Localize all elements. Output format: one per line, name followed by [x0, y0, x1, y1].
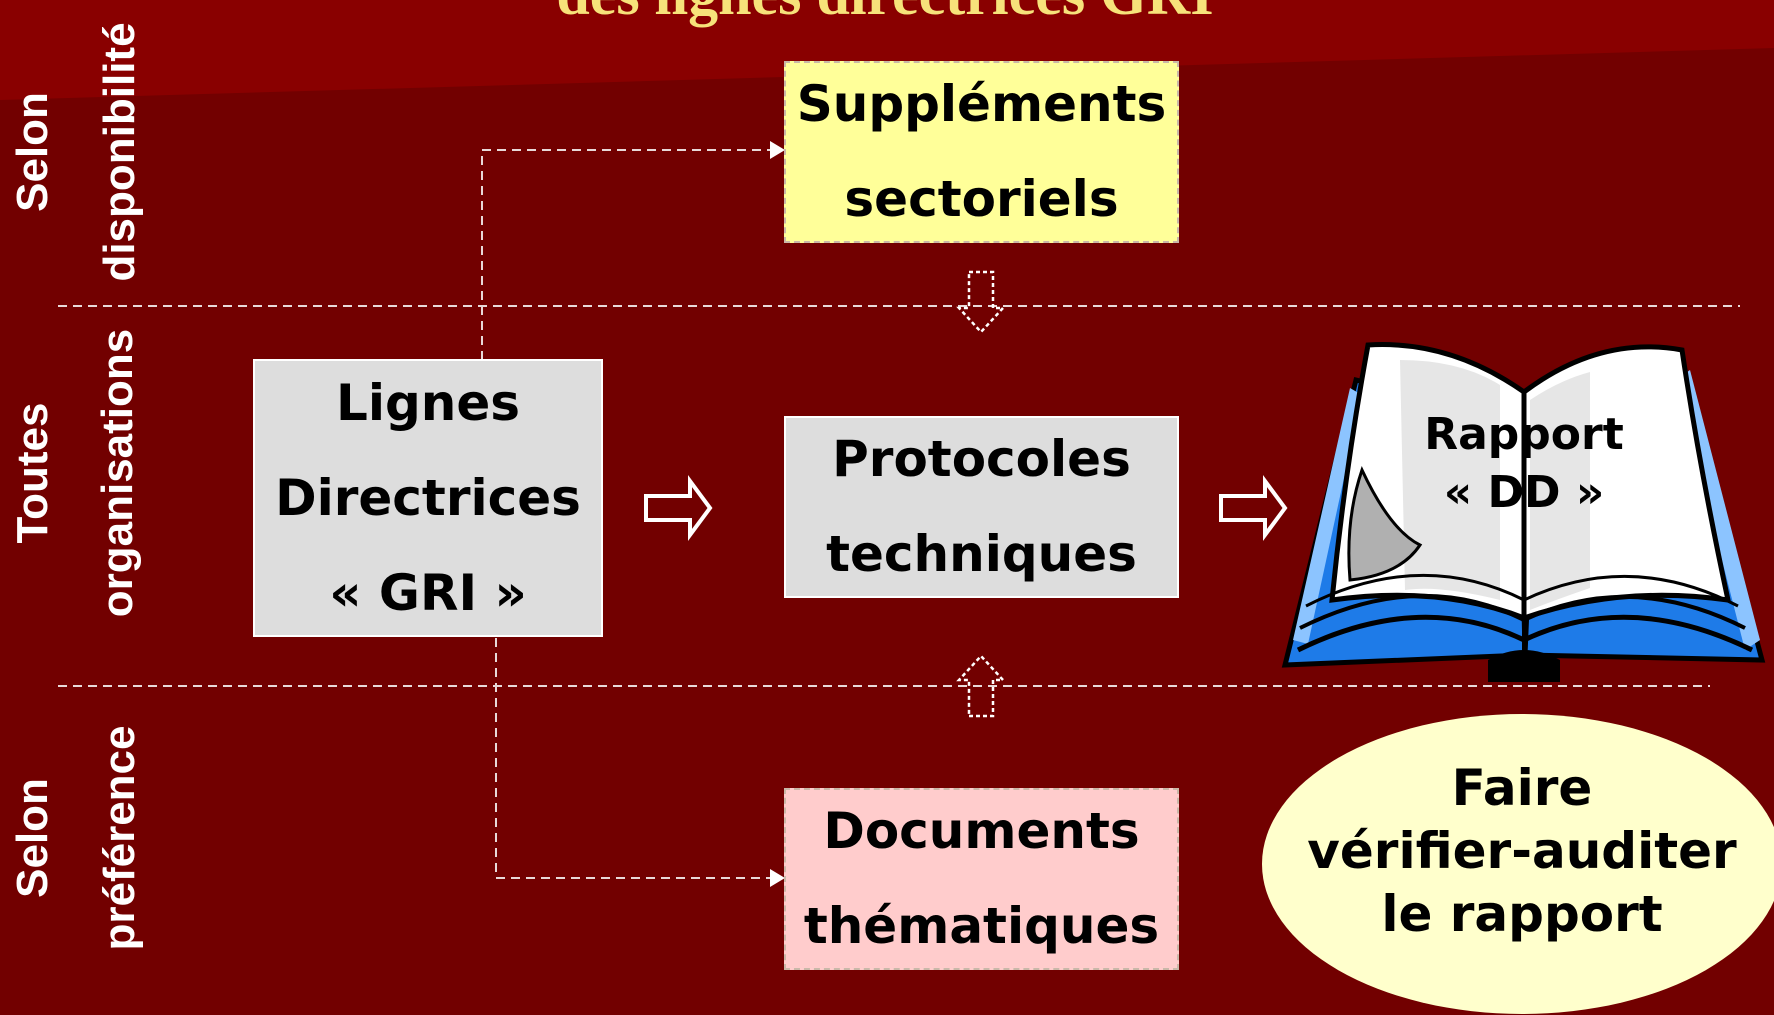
connector-to-documents: [495, 638, 770, 879]
arrow-down-dotted: [956, 270, 1006, 334]
verify-report-ellipse: Faire vérifier-auditer le rapport: [1262, 714, 1774, 1014]
protocols-line-1: Protocoles: [832, 430, 1131, 488]
documents-box: Documents thématiques: [784, 788, 1179, 970]
guidelines-box: Lignes Directrices « GRI »: [253, 359, 603, 637]
arrowhead-to-documents: [770, 869, 785, 887]
guidelines-line-3: « GRI »: [329, 563, 527, 622]
verify-line-3: le rapport: [1381, 884, 1663, 943]
arrowhead-to-supplements: [770, 141, 785, 159]
row-label-all-2: organisations: [93, 328, 142, 618]
guidelines-line-2: Directrices: [275, 468, 581, 527]
page-title: des lignes directrices GRI: [465, 0, 1305, 24]
row-label-all-1: Toutes: [8, 402, 57, 544]
row-label-availability-2: disponibilité: [95, 22, 144, 282]
protocols-line-2: techniques: [826, 525, 1137, 583]
arrow-right-2: [1219, 474, 1288, 542]
title-band: [0, 0, 1774, 100]
report-label-line-1: Rapport: [1424, 409, 1624, 460]
row-label-preference-2: préférence: [95, 725, 144, 951]
connector-to-supplements: [481, 149, 770, 360]
arrow-up-dotted: [956, 654, 1006, 718]
report-label: Rapport « DD »: [1404, 406, 1644, 522]
documents-line-2: thématiques: [803, 897, 1160, 955]
documents-line-1: Documents: [823, 802, 1140, 860]
row-label-preference-1: Selon: [8, 778, 57, 898]
report-book-icon: [1281, 342, 1766, 682]
row-label-availability-1: Selon: [8, 92, 57, 212]
guidelines-line-1: Lignes: [335, 373, 521, 432]
arrow-right-1: [644, 474, 713, 542]
verify-line-1: Faire: [1451, 758, 1593, 817]
supplements-line-1: Suppléments: [796, 75, 1167, 133]
supplements-box: Suppléments sectoriels: [784, 61, 1179, 243]
supplements-line-2: sectoriels: [844, 170, 1119, 228]
verify-line-2: vérifier-auditer: [1307, 821, 1737, 880]
protocols-box: Protocoles techniques: [784, 416, 1179, 598]
report-label-line-2: « DD »: [1443, 467, 1605, 518]
